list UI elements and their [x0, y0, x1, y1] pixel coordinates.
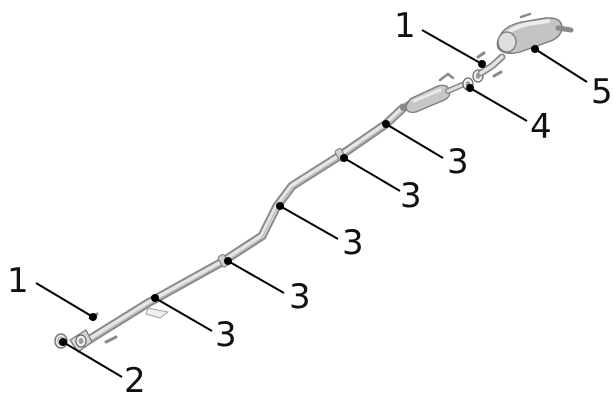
callout-number: 2 [124, 361, 146, 397]
callout-number: 3 [447, 142, 469, 182]
callout-number: 1 [7, 261, 29, 301]
leader-dots [59, 45, 539, 346]
hanger [438, 72, 455, 82]
callout-number: 3 [289, 277, 311, 317]
callout-number: 3 [215, 315, 237, 355]
callout-number: 1 [394, 6, 416, 46]
callout-labels: 1 5 4 3 3 3 3 3 1 2 [7, 6, 613, 397]
callout-number: 4 [530, 107, 552, 147]
resonator [400, 82, 465, 114]
leader-lines [35, 29, 588, 378]
pipe-bracket [145, 307, 170, 319]
callout-number: 3 [400, 176, 422, 216]
muffler [496, 12, 574, 55]
front-flange [69, 329, 93, 353]
callout-number: 5 [591, 72, 613, 112]
rear-flange [462, 69, 484, 91]
exhaust-pipe-assembly [54, 12, 574, 353]
callout-number: 3 [342, 223, 364, 263]
rear-studs [476, 51, 503, 78]
